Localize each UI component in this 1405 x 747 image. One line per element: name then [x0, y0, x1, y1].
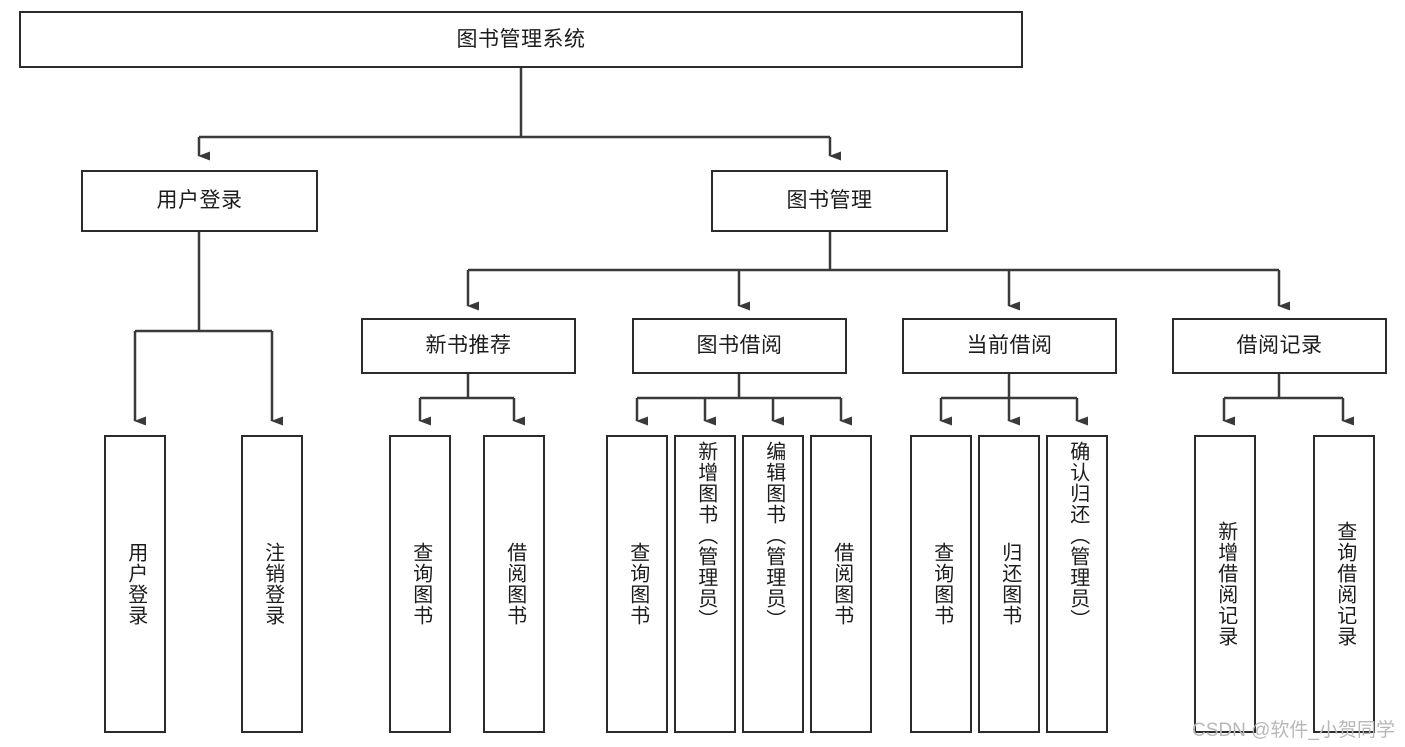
node-user-login[interactable]: 用户登录: [81, 170, 318, 232]
node-book-borrow[interactable]: 图书借阅: [632, 318, 847, 374]
leaf-logout[interactable]: 注销登录: [241, 435, 303, 733]
leaf-edit-book-admin[interactable]: 编辑图书（管理员）: [742, 435, 804, 733]
node-current-borrow[interactable]: 当前借阅: [902, 318, 1117, 374]
node-label: 借阅记录: [1236, 334, 1323, 358]
node-label: 新增借阅记录: [1214, 521, 1237, 647]
leaf-add-book-admin[interactable]: 新增图书（管理员）: [674, 435, 736, 733]
node-label: 查询图书: [930, 542, 953, 626]
node-new-book-recommend[interactable]: 新书推荐: [361, 318, 576, 374]
leaf-query-book-recommend[interactable]: 查询图书: [389, 435, 451, 733]
node-label: 新增图书（管理员）: [694, 441, 717, 630]
node-label: 借阅图书: [503, 542, 526, 626]
node-label: 查询图书: [626, 542, 649, 626]
leaf-return-book[interactable]: 归还图书: [978, 435, 1040, 733]
node-label: 图书管理: [786, 189, 873, 213]
leaf-query-book-current[interactable]: 查询图书: [910, 435, 972, 733]
node-label: 图书借阅: [696, 334, 783, 358]
leaf-query-borrow-record[interactable]: 查询借阅记录: [1313, 435, 1375, 733]
node-label: 借阅图书: [830, 542, 853, 626]
node-label: 用户登录: [156, 189, 243, 213]
node-label: 注销登录: [261, 542, 284, 626]
node-label: 编辑图书（管理员）: [762, 441, 785, 630]
node-root-book-management-system[interactable]: 图书管理系统: [19, 11, 1023, 68]
node-label: 新书推荐: [425, 334, 512, 358]
leaf-user-login[interactable]: 用户登录: [104, 435, 166, 733]
node-book-management[interactable]: 图书管理: [711, 170, 948, 232]
leaf-add-borrow-record[interactable]: 新增借阅记录: [1194, 435, 1256, 733]
node-borrow-record[interactable]: 借阅记录: [1172, 318, 1387, 374]
node-label: 归还图书: [998, 542, 1021, 626]
leaf-confirm-return-admin[interactable]: 确认归还（管理员）: [1046, 435, 1108, 733]
node-label: 查询借阅记录: [1333, 521, 1356, 647]
node-label: 当前借阅: [966, 334, 1053, 358]
node-label: 图书管理系统: [456, 27, 586, 51]
node-label: 查询图书: [409, 542, 432, 626]
leaf-query-book-borrow[interactable]: 查询图书: [606, 435, 668, 733]
node-label: 用户登录: [124, 542, 147, 626]
leaf-borrow-book[interactable]: 借阅图书: [810, 435, 872, 733]
leaf-borrow-book-recommend[interactable]: 借阅图书: [483, 435, 545, 733]
node-label: 确认归还（管理员）: [1066, 441, 1089, 630]
